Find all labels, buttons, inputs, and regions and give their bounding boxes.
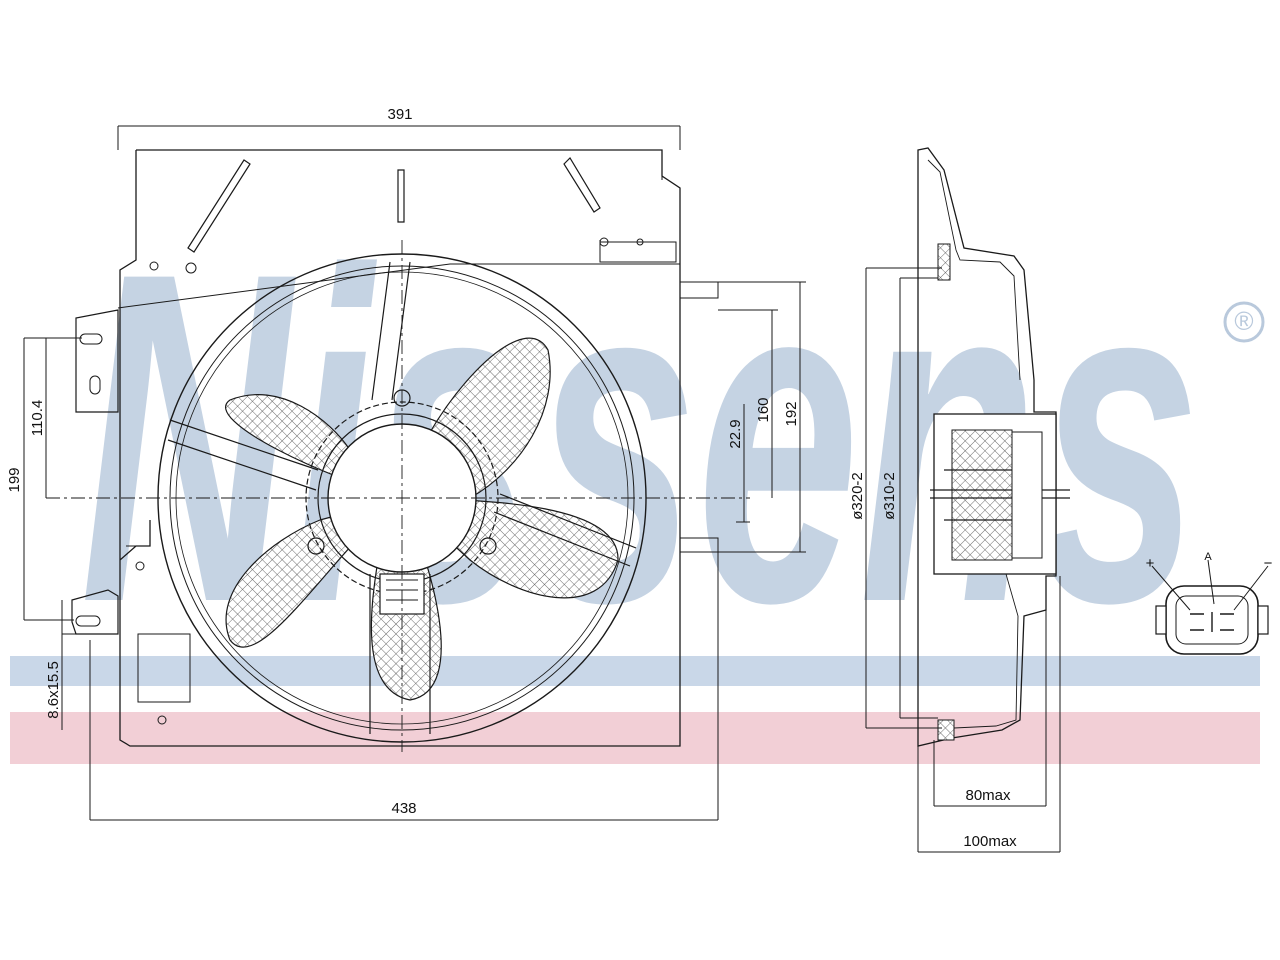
mount-hole <box>157 715 167 725</box>
hub-screw <box>479 537 497 555</box>
dim-line-199 <box>23 337 82 621</box>
stripe-pink <box>10 712 1260 764</box>
top-ribs <box>187 157 601 253</box>
side-dim-310 <box>899 277 938 719</box>
mount-hole <box>135 561 145 571</box>
left-tab-slot <box>79 333 103 345</box>
dim-line-438 <box>89 552 719 821</box>
left-tab-upper <box>75 309 119 413</box>
registered-mark: ® <box>1234 306 1253 336</box>
side-motor-core <box>951 429 1013 561</box>
upper-bracket <box>117 240 681 309</box>
right-lug-top <box>679 281 719 299</box>
dim-label-100max: 100max <box>963 833 1017 850</box>
dim-label-391: 391 <box>387 106 412 123</box>
connector-latch <box>1155 605 1167 635</box>
left-tab-slot <box>75 615 101 627</box>
side-ref-line <box>917 150 1061 852</box>
dim-label-dia-310: ø310-2 <box>881 472 898 520</box>
front-view: 391 438 199 110.4 8.6x15.5 22.9 160 192 <box>6 106 806 821</box>
dim-label-22-9: 22.9 <box>727 419 744 448</box>
dim-line-391 <box>117 125 681 150</box>
connector-pin-a: A <box>1204 551 1212 563</box>
connector-leaders <box>1151 559 1269 611</box>
side-ring-section <box>937 243 951 281</box>
connector-minus: − <box>1264 555 1273 572</box>
left-tab-slot <box>89 375 101 395</box>
side-motor-shaft <box>930 469 1070 521</box>
hub-screw <box>307 537 325 555</box>
mount-hole <box>599 237 609 247</box>
mount-hole <box>185 262 197 274</box>
dim-label-slot: 8.6x15.5 <box>45 661 62 719</box>
dim-line-160 <box>718 309 778 498</box>
side-ring-section <box>937 719 955 741</box>
side-motor-cap <box>1011 431 1043 559</box>
dim-label-199: 199 <box>6 467 23 492</box>
mount-hole <box>636 238 644 246</box>
dim-label-192: 192 <box>783 401 800 426</box>
dim-line-22-9 <box>736 404 750 523</box>
registered-mark-circle <box>1223 301 1265 343</box>
connector-plus: + <box>1146 555 1155 572</box>
dim-label-80max: 80max <box>965 787 1011 804</box>
dim-label-dia-320: ø320-2 <box>849 472 866 520</box>
lower-panel <box>137 633 191 703</box>
side-view: ø320-2 ø310-2 80max 100max <box>849 147 1070 853</box>
connector-latch <box>1257 605 1269 635</box>
side-dim-320 <box>865 267 942 729</box>
shroud-top-rail <box>126 150 663 547</box>
connector-inner <box>1175 595 1249 645</box>
connector-pins <box>1190 612 1234 632</box>
dim-line-slot <box>61 600 76 730</box>
connector-diagram: + A − <box>1146 551 1273 655</box>
dim-label-438: 438 <box>391 800 416 817</box>
right-lug-bottom <box>679 537 719 553</box>
dim-label-110: 110.4 <box>29 400 46 436</box>
mount-hole <box>149 261 159 271</box>
brand-stripes <box>10 656 1260 764</box>
fan-spokes <box>167 261 637 734</box>
dim-line-192 <box>718 281 806 553</box>
dim-label-160: 160 <box>755 397 772 422</box>
stripe-blue <box>10 656 1260 686</box>
